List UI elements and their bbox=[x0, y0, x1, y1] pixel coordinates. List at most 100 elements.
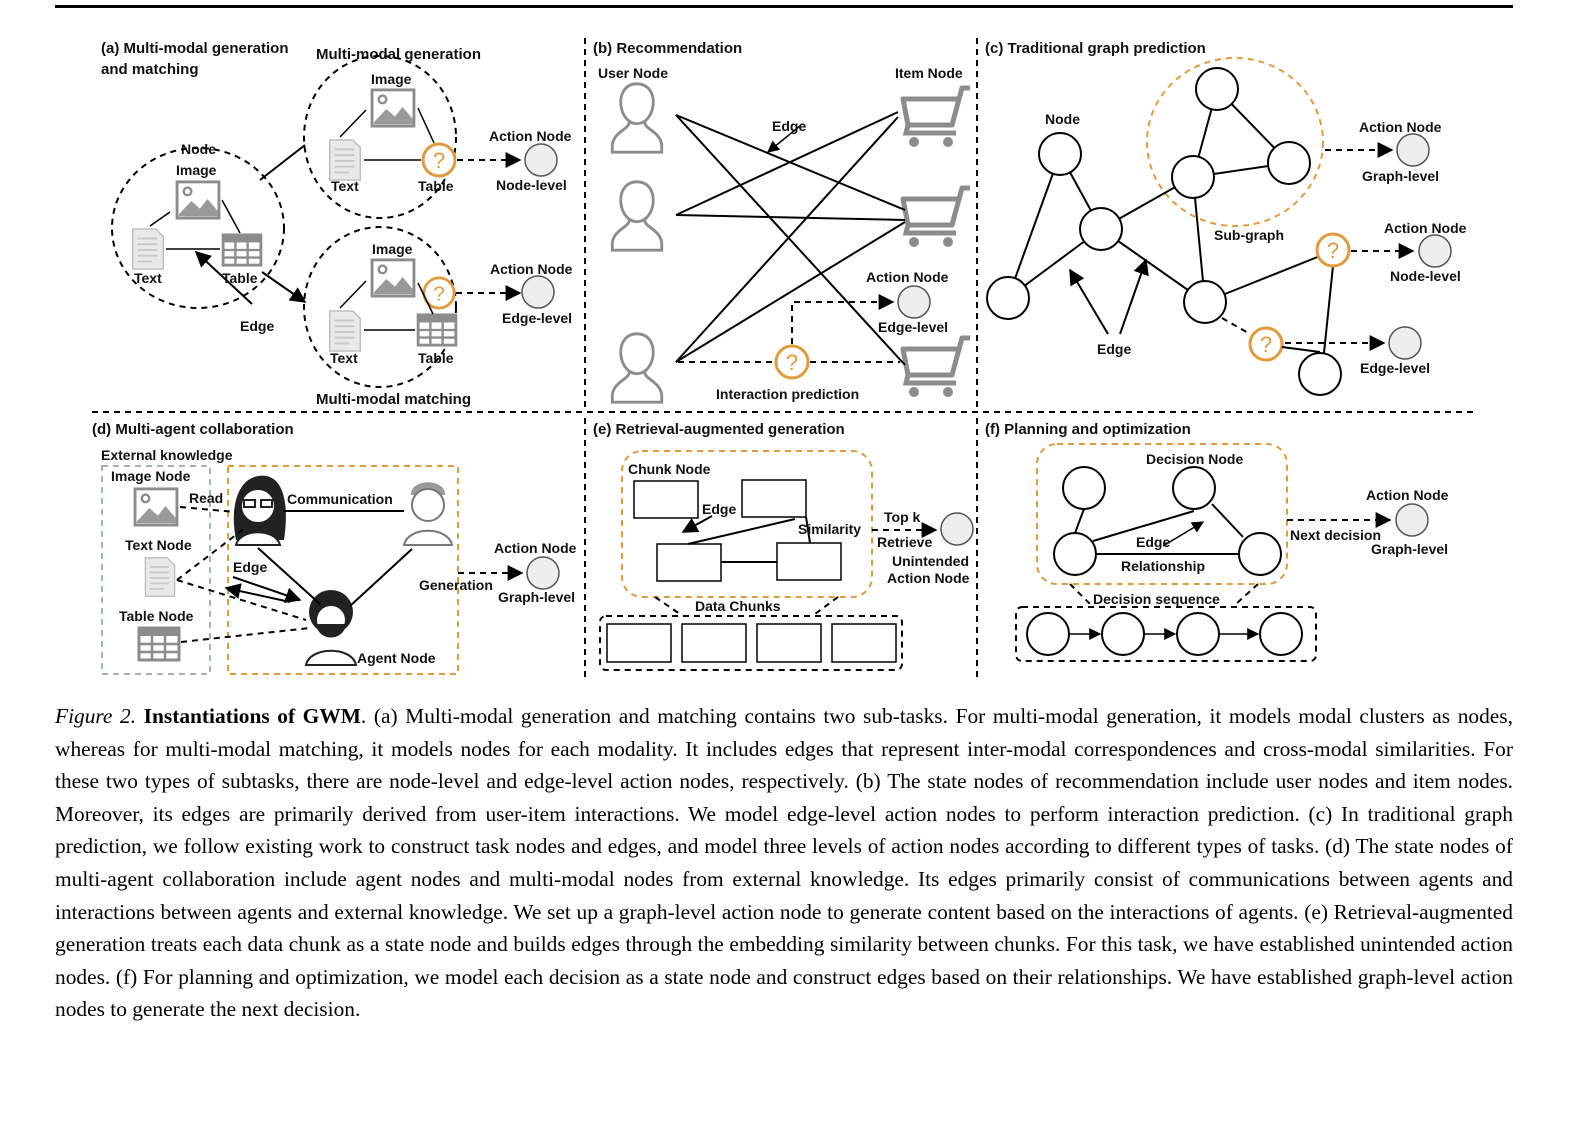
decision-node bbox=[1053, 532, 1097, 576]
panel-b: (b) Recommendation User Node Item Node E… bbox=[593, 40, 970, 404]
interaction-prediction-label: Interaction prediction bbox=[716, 386, 859, 402]
node-cluster bbox=[111, 147, 285, 309]
graph-node bbox=[1298, 352, 1342, 396]
communication-label: Communication bbox=[287, 491, 393, 507]
gwm-figure: ? (a) Multi-modal generation and matchin… bbox=[92, 38, 1473, 678]
graph-level-label: Graph-level bbox=[1371, 541, 1448, 557]
edge-label: Edge bbox=[702, 501, 736, 517]
read-label: Read bbox=[189, 490, 223, 506]
panel-f-title: (f) Planning and optimization bbox=[985, 421, 1191, 438]
sequence-node bbox=[1026, 612, 1070, 656]
text-document-icon bbox=[144, 556, 176, 598]
edge-level-label: Edge-level bbox=[1360, 360, 1430, 376]
decision-node-label: Decision Node bbox=[1146, 451, 1243, 467]
agent-box bbox=[227, 465, 459, 675]
action-node-label: Action Node bbox=[1366, 487, 1449, 503]
image-icon bbox=[370, 88, 416, 128]
data-chunks-label: Data Chunks bbox=[695, 598, 781, 614]
panel-b-title: (b) Recommendation bbox=[593, 40, 742, 57]
external-knowledge-box bbox=[101, 465, 211, 675]
table-label: Table bbox=[418, 178, 454, 194]
graph-node bbox=[1183, 280, 1227, 324]
action-node-circle bbox=[1418, 234, 1452, 268]
subgraph-ring bbox=[1146, 57, 1324, 227]
panel-e: (e) Retrieval-augmented generation Chunk… bbox=[593, 421, 974, 671]
figure-caption: Figure 2. Instantiations of GWM. (a) Mul… bbox=[55, 700, 1513, 1026]
decision-box bbox=[1036, 443, 1288, 585]
agent-female-avatar bbox=[233, 475, 286, 546]
question-node-icon bbox=[421, 142, 457, 178]
agent-bearded-avatar bbox=[304, 590, 358, 666]
graph-level-label: Graph-level bbox=[1362, 168, 1439, 184]
node-level-label: Node-level bbox=[496, 177, 567, 193]
graph-level-label: Graph-level bbox=[498, 589, 575, 605]
image-icon bbox=[133, 487, 179, 527]
question-node-icon bbox=[1248, 326, 1284, 362]
action-node-circle bbox=[524, 143, 558, 177]
node-label: Node bbox=[181, 141, 216, 157]
cart-icon bbox=[903, 188, 970, 247]
text-label: Text bbox=[330, 350, 358, 366]
panel-a-title-line2: and matching bbox=[101, 61, 199, 78]
edge-label: Edge bbox=[240, 318, 274, 334]
caption-body: . (a) Multi-modal generation and matchin… bbox=[55, 704, 1513, 1022]
action-node-circle bbox=[1395, 503, 1429, 537]
sequence-node bbox=[1176, 612, 1220, 656]
subgraph-label: Sub-graph bbox=[1214, 227, 1284, 243]
table-node-label: Table Node bbox=[119, 608, 194, 624]
cart-icon bbox=[903, 338, 970, 397]
text-document-icon bbox=[328, 138, 362, 182]
decision-sequence-box bbox=[1015, 606, 1317, 662]
decision-node bbox=[1238, 532, 1282, 576]
panel-a-title: (a) Multi-modal generation bbox=[101, 40, 289, 57]
image-label: Image bbox=[372, 241, 413, 257]
agent-male-avatar bbox=[402, 482, 454, 546]
unintended-label: Unintended bbox=[892, 553, 969, 569]
graph-node bbox=[1079, 207, 1123, 251]
data-chunk bbox=[681, 623, 747, 663]
panel-d: (d) Multi-agent collaboration External k… bbox=[92, 421, 577, 675]
action-node-label: Action Node bbox=[887, 570, 970, 586]
text-node-label: Text Node bbox=[125, 537, 192, 553]
data-chunks-box bbox=[599, 615, 903, 671]
data-chunk bbox=[756, 623, 822, 663]
edge-level-label: Edge-level bbox=[878, 319, 948, 335]
panel-c-title: (c) Traditional graph prediction bbox=[985, 40, 1206, 57]
text-document-icon bbox=[131, 227, 165, 271]
edge-label: Edge bbox=[1136, 534, 1170, 550]
user-icon bbox=[610, 180, 664, 252]
graph-node bbox=[986, 276, 1030, 320]
graph-node bbox=[1038, 132, 1082, 176]
sequence-node bbox=[1259, 612, 1303, 656]
external-knowledge-label: External knowledge bbox=[101, 447, 233, 463]
user-icon bbox=[610, 332, 664, 404]
table-label: Table bbox=[222, 270, 258, 286]
panel-a: (a) Multi-modal generation and matching … bbox=[101, 40, 573, 408]
retrieve-label: Retrieve bbox=[877, 534, 932, 550]
panel-separators bbox=[92, 38, 1473, 678]
top-rule bbox=[55, 5, 1513, 8]
action-node-circle bbox=[940, 512, 974, 546]
action-node-label: Action Node bbox=[866, 269, 949, 285]
image-label: Image bbox=[176, 162, 217, 178]
image-node-label: Image Node bbox=[111, 468, 191, 484]
question-node-icon bbox=[774, 344, 810, 380]
panel-d-title: (d) Multi-agent collaboration bbox=[92, 421, 294, 438]
decision-sequence-label: Decision sequence bbox=[1093, 591, 1220, 607]
edge-label: Edge bbox=[1097, 341, 1131, 357]
edge-level-label: Edge-level bbox=[502, 310, 572, 326]
cart-icon bbox=[903, 88, 970, 147]
caption-label: Figure 2. bbox=[55, 704, 137, 728]
table-icon bbox=[416, 313, 458, 347]
generation-cluster bbox=[303, 55, 457, 219]
action-node-circle bbox=[526, 556, 560, 590]
image-icon bbox=[175, 180, 221, 220]
data-chunk bbox=[606, 623, 672, 663]
sequence-node bbox=[1101, 612, 1145, 656]
node-label: Node bbox=[1045, 111, 1080, 127]
action-node-circle bbox=[897, 285, 931, 319]
relationship-label: Relationship bbox=[1121, 558, 1205, 574]
edge-label: Edge bbox=[772, 118, 806, 134]
item-node-label: Item Node bbox=[895, 65, 963, 81]
panel-c: (c) Traditional graph prediction Node bbox=[985, 40, 1467, 396]
